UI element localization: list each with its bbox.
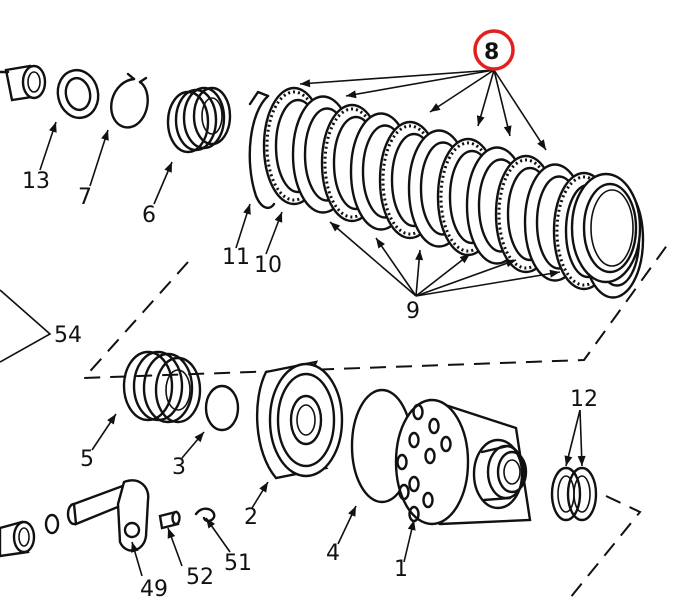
drum-hole <box>428 417 440 435</box>
label-6: 6 <box>142 203 156 228</box>
part-3-o-ring <box>204 384 240 432</box>
drum-hole <box>408 431 420 449</box>
drum-hole <box>396 453 408 471</box>
small-washer <box>44 513 60 535</box>
end-plate <box>570 172 642 284</box>
label-51: 51 <box>224 551 252 576</box>
part-6-spring <box>166 86 232 154</box>
bushing-part <box>0 64 47 102</box>
drum-hole <box>424 447 436 465</box>
label-4: 4 <box>326 541 340 566</box>
part-5-spring <box>122 350 202 424</box>
part-11-snap-ring <box>248 94 276 209</box>
label-52: 52 <box>186 565 214 590</box>
leader-lines <box>39 69 642 599</box>
label-49: 49 <box>140 577 168 598</box>
drum-hole <box>398 483 410 501</box>
drum-hole <box>440 435 452 453</box>
drum-hole <box>408 475 420 493</box>
part-13-washer <box>56 68 100 120</box>
label-1: 1 <box>394 557 408 582</box>
bracket-54 <box>0 289 52 363</box>
part-12-seal-rings <box>550 466 598 522</box>
drum-hole <box>422 491 434 509</box>
part-2-piston <box>256 360 344 480</box>
label-2: 2 <box>244 505 258 530</box>
label-7: 7 <box>78 185 92 210</box>
label-9: 9 <box>406 299 420 324</box>
label-3: 3 <box>172 455 186 480</box>
label-8: 8 <box>484 40 499 65</box>
label-13: 13 <box>22 169 50 194</box>
group-outline <box>81 243 669 380</box>
label-10: 10 <box>254 253 282 278</box>
part-49-lever <box>66 479 150 552</box>
label-54: 54 <box>54 323 82 348</box>
clutch-pack <box>248 86 645 299</box>
highlight-circle <box>473 29 515 71</box>
label-5: 5 <box>80 447 94 472</box>
bottom-left-bushing <box>0 520 36 558</box>
label-12: 12 <box>570 387 598 412</box>
part-52-pin <box>158 510 181 530</box>
drum-hole <box>412 403 424 421</box>
part-1-drum <box>394 398 532 526</box>
lower-right-outline <box>569 495 642 599</box>
part-7-snap-ring <box>110 72 149 129</box>
part-51-clip <box>194 507 216 523</box>
label-11: 11 <box>222 245 250 270</box>
